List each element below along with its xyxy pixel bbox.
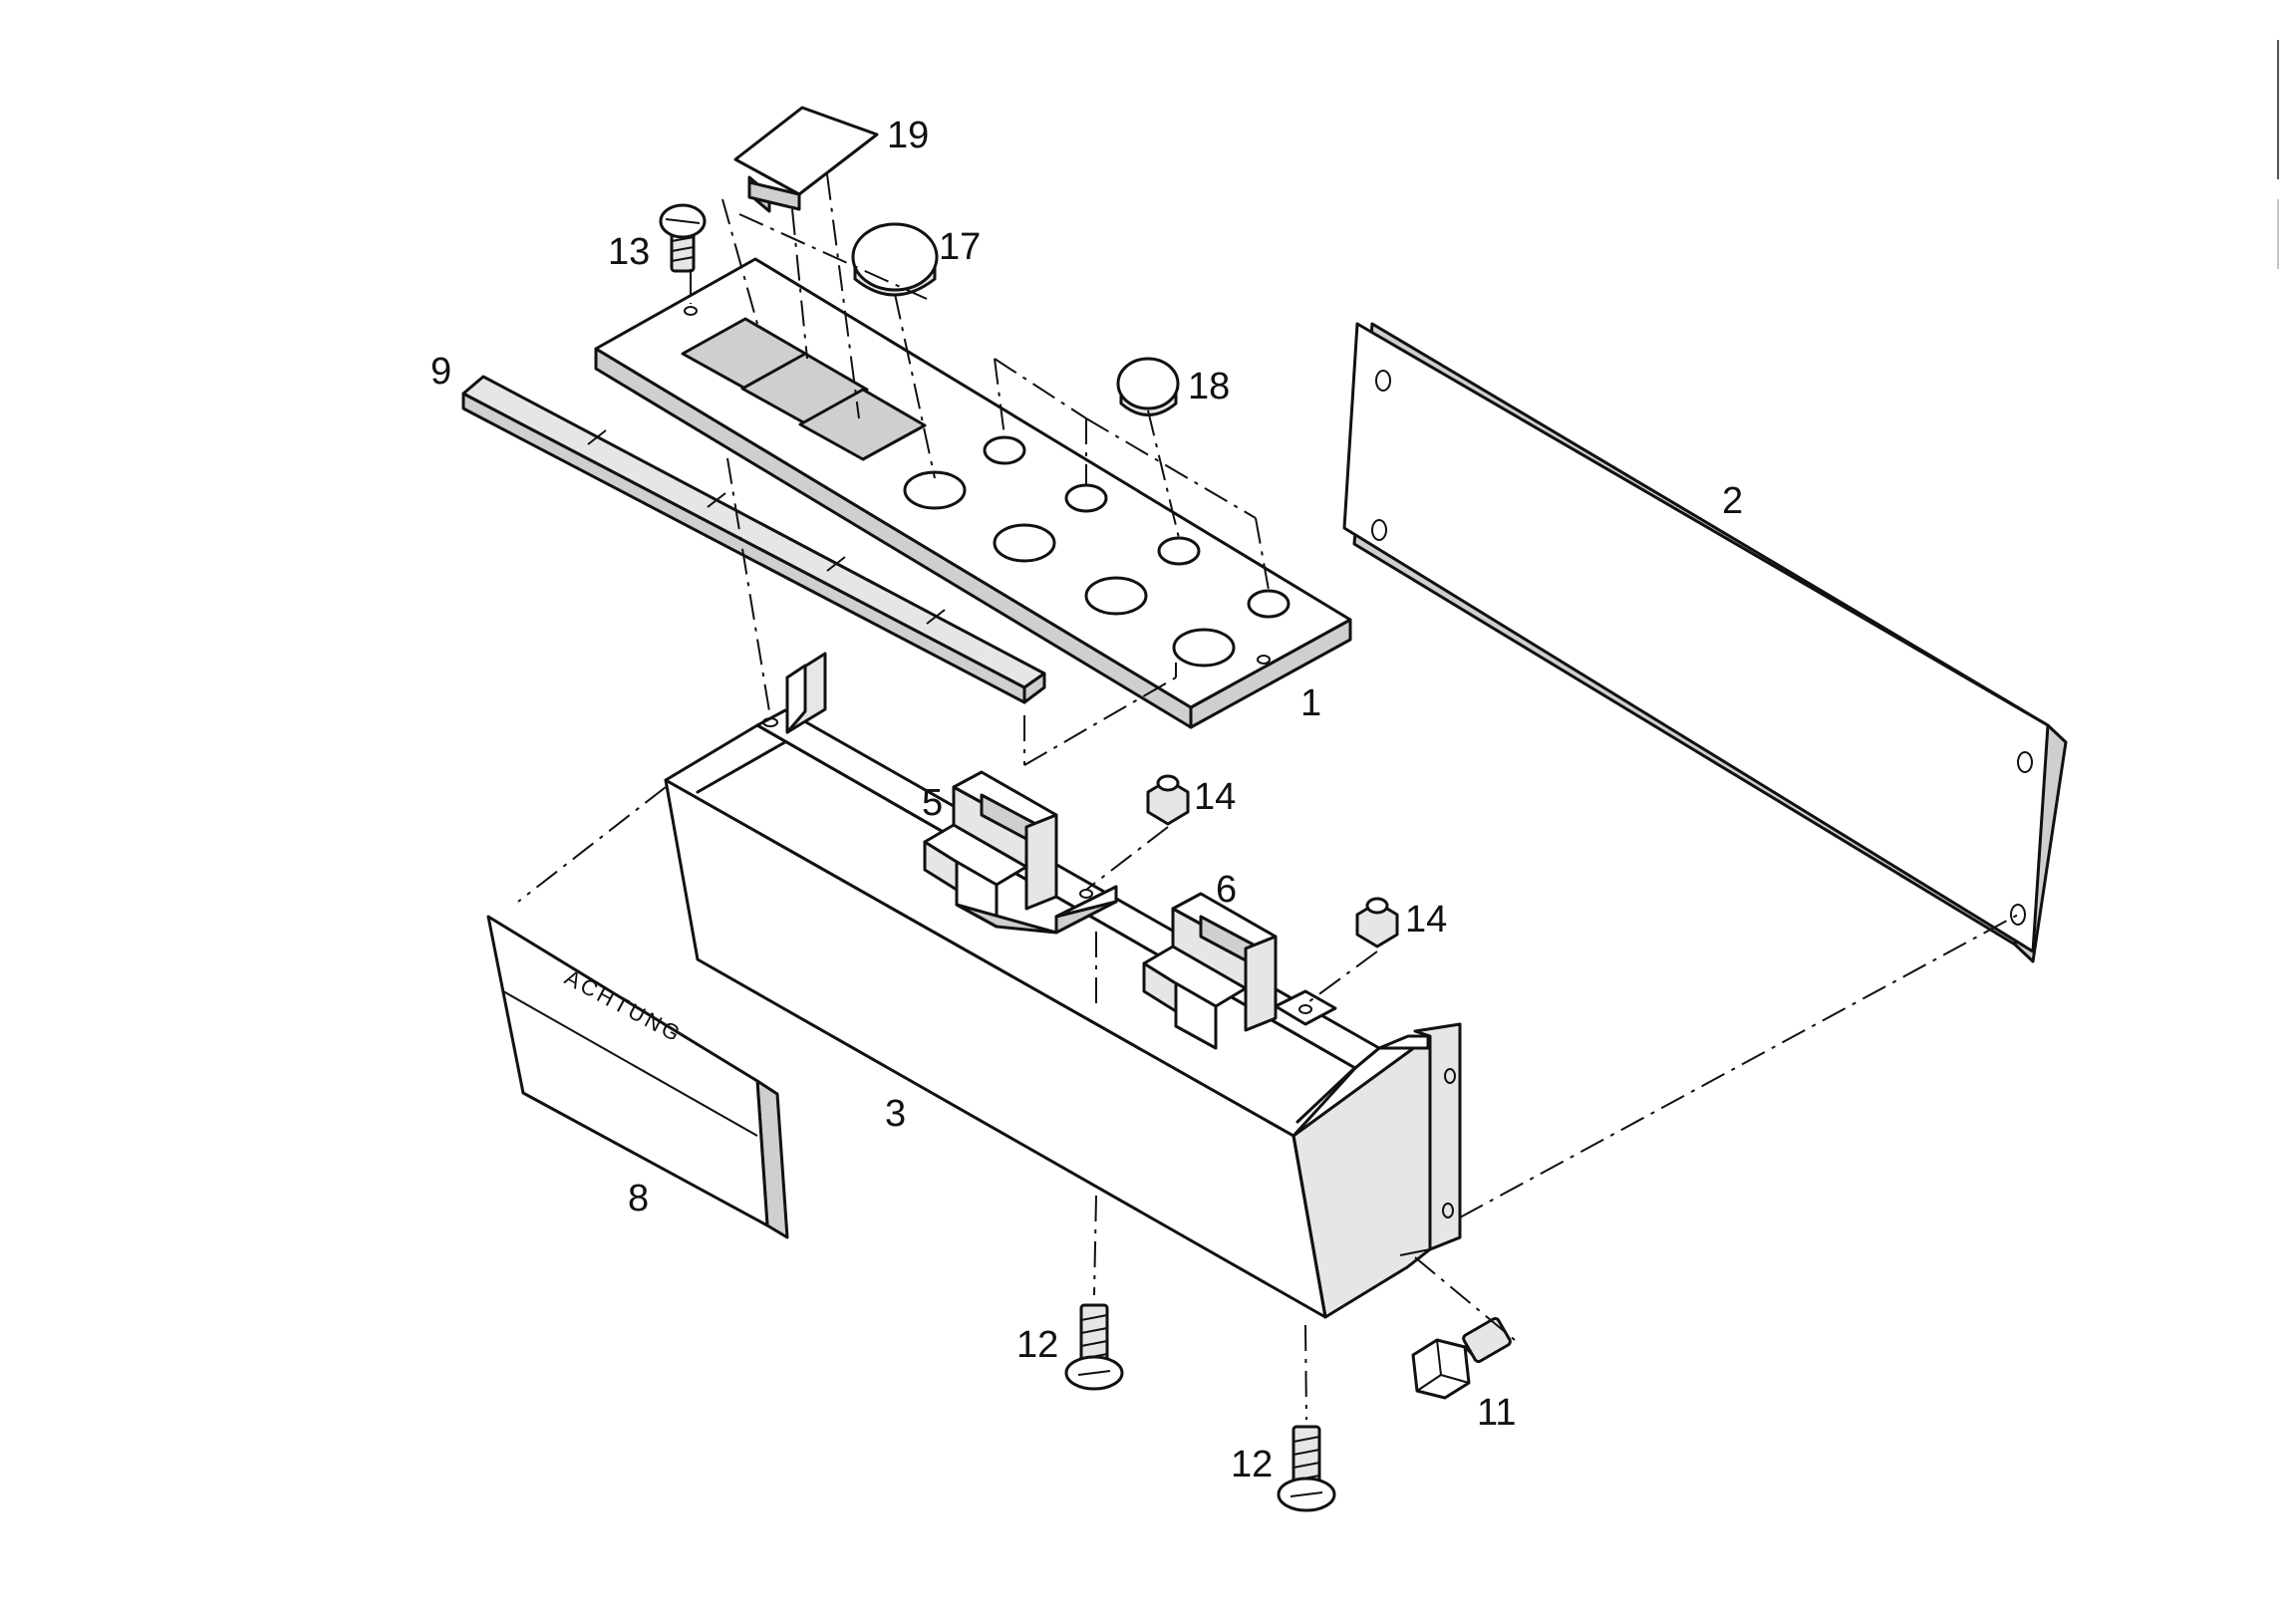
part-labels: 1 2 3 5 6 8 9 11 12 12 13 14 14 17 18 19 bbox=[430, 115, 1743, 1485]
part-3-housing bbox=[664, 652, 1462, 1319]
part-19-key-cap bbox=[733, 106, 879, 213]
part-17-cap bbox=[851, 222, 939, 297]
label-part-2: 2 bbox=[1722, 480, 1743, 522]
part-1-top-plate bbox=[594, 257, 1352, 729]
label-part-12-b: 12 bbox=[1231, 1444, 1273, 1485]
part-14-nut-b bbox=[1355, 897, 1399, 948]
part-12-screw-a bbox=[1064, 1303, 1124, 1391]
part-11-bolt bbox=[1411, 1316, 1512, 1400]
part-14-nut-a bbox=[1146, 774, 1190, 826]
label-part-12-a: 12 bbox=[1016, 1324, 1058, 1366]
label-part-19: 19 bbox=[887, 115, 929, 156]
label-part-11: 11 bbox=[1477, 1392, 1516, 1434]
part-13-screw bbox=[659, 203, 707, 273]
part-2-side-panel bbox=[1342, 322, 2068, 963]
part-9-strip bbox=[461, 375, 1046, 704]
part-12-screw-b bbox=[1277, 1425, 1336, 1512]
label-part-6: 6 bbox=[1216, 869, 1237, 911]
label-part-14-a: 14 bbox=[1194, 776, 1236, 818]
label-part-14-b: 14 bbox=[1405, 899, 1447, 941]
assembly-lines bbox=[517, 173, 2019, 1421]
label-part-1: 1 bbox=[1300, 682, 1321, 724]
part-18-cap bbox=[1116, 357, 1180, 416]
label-part-9: 9 bbox=[430, 351, 451, 393]
label-part-17: 17 bbox=[939, 226, 981, 268]
label-part-13: 13 bbox=[608, 231, 650, 273]
label-part-5: 5 bbox=[922, 782, 943, 824]
label-part-3: 3 bbox=[885, 1093, 906, 1135]
part-6-connector bbox=[1142, 892, 1337, 1050]
label-part-8: 8 bbox=[628, 1178, 649, 1219]
part-5-connector bbox=[923, 770, 1118, 935]
label-part-18: 18 bbox=[1188, 366, 1230, 407]
